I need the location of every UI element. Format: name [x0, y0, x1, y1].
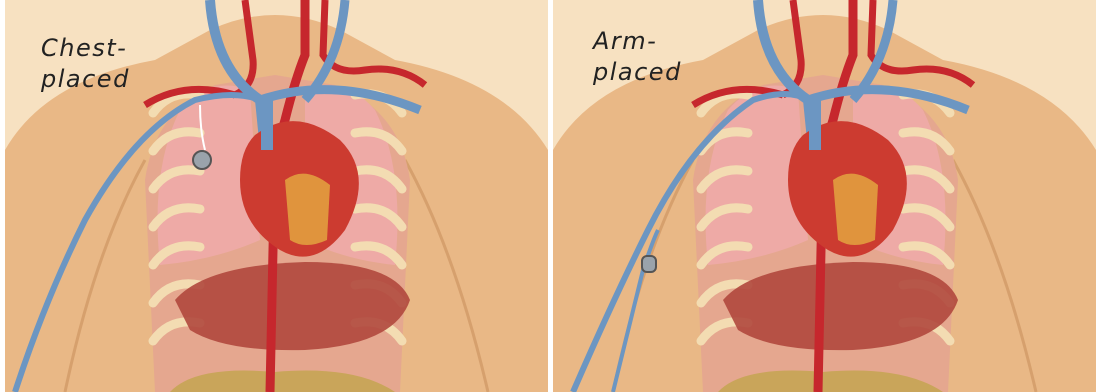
panel-label: Arm- placed — [593, 26, 682, 88]
arm-placed-panel: Arm- placed — [553, 0, 1096, 392]
heart-fat — [285, 174, 330, 245]
port-device — [193, 151, 211, 169]
heart-fat — [833, 174, 878, 245]
port-device — [642, 256, 656, 272]
panel-label: Chest- placed — [41, 33, 130, 95]
label-line1: Arm- — [593, 27, 657, 55]
label-line1: Chest- — [41, 34, 127, 62]
chest-placed-panel: Chest- placed — [5, 0, 548, 392]
label-line2: placed — [41, 65, 130, 93]
label-line2: placed — [593, 58, 682, 86]
